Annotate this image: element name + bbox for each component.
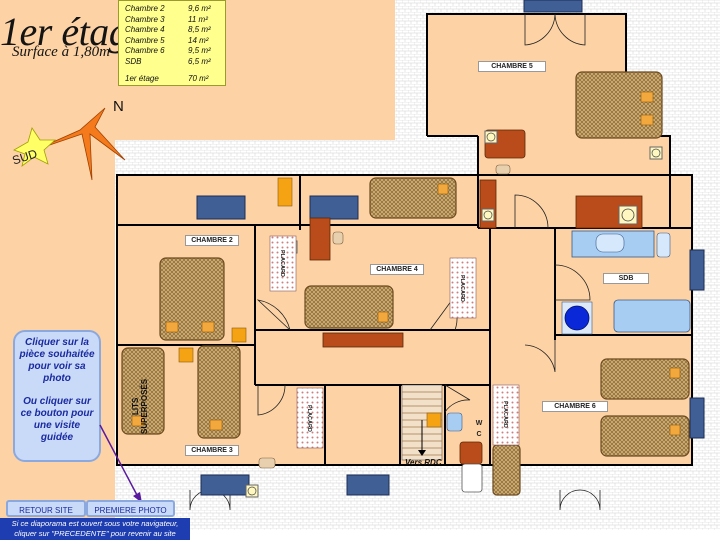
surface-room: 1er étage: [125, 73, 159, 83]
wc-label[interactable]: W C: [475, 420, 483, 438]
surface-area: 70 m²: [188, 73, 209, 83]
surface-room: SDB: [125, 56, 142, 66]
callout-text-tour: Ou cliquer sur ce bouton pour une visite…: [20, 396, 94, 443]
callout-text-rooms: Cliquer sur la pièce souhaitée pour voir…: [19, 337, 95, 384]
surface-area: 9,6 m²: [188, 4, 211, 13]
placard-label: PLACARD: [459, 274, 465, 302]
bedside-clocks: [245, 130, 663, 498]
surface-room: Chambre 6: [125, 46, 165, 56]
bathroom-fixtures: [446, 230, 691, 493]
placard-label: PLACARD: [502, 400, 508, 428]
stairs-label[interactable]: Vers RDC: [405, 458, 442, 467]
surface-area: 8,5 m²: [188, 25, 211, 35]
room-chambre-5[interactable]: CHAMBRE 5: [478, 61, 546, 72]
room-chambre-6[interactable]: CHAMBRE 6: [542, 401, 608, 412]
chairs: [258, 164, 511, 469]
surface-row: SDB 6,5 m²: [125, 57, 221, 68]
windows: [196, 0, 705, 496]
surface-total-row: 1er étage 70 m²: [125, 74, 221, 85]
surface-area: 14 m²: [188, 35, 209, 45]
surface-table: Chambre 2 9,6 m² Chambre 3 11 m² Chambre 4…: [118, 0, 226, 86]
room-chambre-2[interactable]: CHAMBRE 2: [185, 235, 239, 246]
surface-room: Chambre 4: [125, 25, 165, 35]
room-sdb[interactable]: SDB: [603, 273, 649, 284]
surface-room: Chambre 3: [125, 14, 165, 24]
room-chambre-3[interactable]: CHAMBRE 3: [185, 445, 239, 456]
beds: [121, 71, 690, 496]
north-label: N: [113, 98, 124, 115]
room-chambre-4[interactable]: CHAMBRE 4: [370, 264, 424, 275]
bunk-beds-label: LITS SUPERPOSÉS: [131, 378, 149, 434]
page-subtitle: Surface à 1,80m: [12, 44, 110, 60]
surface-row: Chambre 6 9,5 m²: [125, 46, 221, 57]
placard-label: PLACARD: [279, 249, 285, 277]
surface-area: 9,5 m²: [188, 46, 211, 56]
surface-row: Chambre 3 11 m²: [125, 15, 221, 26]
note-line-2: cliquer sur "PRECEDENTE" pour revenir au…: [14, 529, 176, 538]
surface-area: 11 m²: [188, 14, 208, 24]
placards: [269, 235, 520, 449]
premiere-photo-button[interactable]: PREMIERE PHOTO: [86, 500, 175, 517]
surface-area: 6,5 m²: [188, 56, 211, 66]
surface-room: Chambre 2: [125, 4, 165, 13]
surface-row: Chambre 5 14 m²: [125, 36, 221, 47]
placard-label: PLACARD: [306, 404, 312, 432]
lamps: [178, 177, 442, 428]
browser-note: Si ce diaporama est ouvert sous votre na…: [0, 518, 190, 540]
surface-room: Chambre 5: [125, 35, 165, 45]
retour-site-button[interactable]: RETOUR SITE: [6, 500, 86, 517]
surface-row: Chambre 4 8,5 m²: [125, 25, 221, 36]
surface-row: Chambre 2 9,6 m²: [125, 4, 221, 15]
note-line-1: Si ce diaporama est ouvert sous votre na…: [11, 519, 179, 528]
compass-star: [13, 107, 126, 181]
instructions-callout: Cliquer sur la pièce souhaitée pour voir…: [13, 330, 101, 462]
